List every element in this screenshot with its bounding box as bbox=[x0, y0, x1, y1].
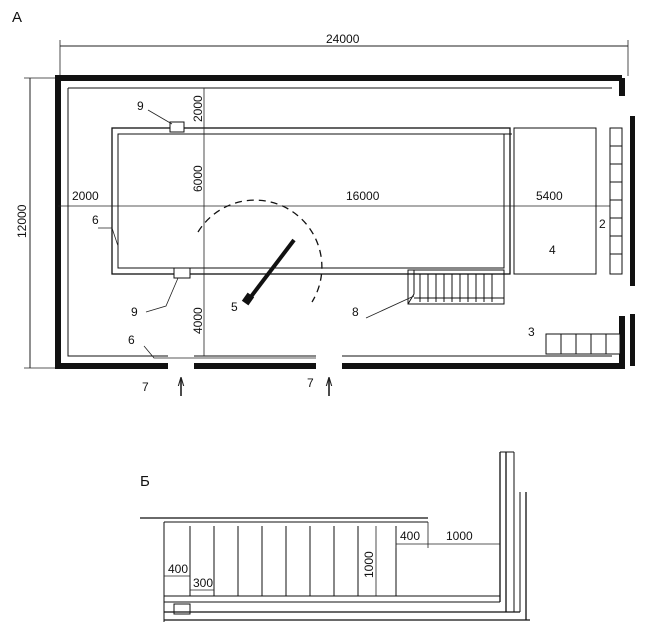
platform-4 bbox=[513, 127, 597, 275]
leader-6-left bbox=[98, 227, 119, 247]
section-label-b: Б bbox=[140, 473, 150, 490]
outer-wall bbox=[55, 75, 625, 369]
stairs-8 bbox=[407, 269, 505, 305]
dim-b-top bbox=[395, 522, 500, 548]
dim-overall-height-label: 12000 bbox=[15, 204, 29, 238]
dim-platform-width-label: 5400 bbox=[536, 189, 563, 203]
dim-gap-top-label: 2000 bbox=[191, 95, 205, 122]
marker-4: 4 bbox=[549, 243, 556, 257]
bench-3 bbox=[545, 333, 621, 355]
dim-b-1000-top: 1000 bbox=[446, 529, 473, 543]
dim-b-300: 300 bbox=[193, 576, 213, 590]
leader-8 bbox=[365, 295, 415, 319]
swing-arc-5 bbox=[197, 199, 323, 303]
rescue-pole-base bbox=[241, 292, 255, 306]
dim-basin-width-label: 6000 bbox=[191, 165, 205, 192]
rescue-pole-5 bbox=[248, 238, 296, 300]
section-label-a: А bbox=[12, 9, 22, 26]
dim-b-left bbox=[164, 575, 214, 591]
marker-2: 2 bbox=[599, 217, 606, 231]
marker-7-right: 7 bbox=[307, 376, 314, 390]
marker-9-bottom: 9 bbox=[131, 305, 138, 319]
marker-9-top: 9 bbox=[137, 99, 144, 113]
marker-8: 8 bbox=[352, 305, 359, 319]
marker-6-bottom: 6 bbox=[128, 333, 135, 347]
leader-6-bottom bbox=[143, 345, 316, 359]
fixture-9-bottom bbox=[173, 267, 191, 279]
dim-overall-width-label: 24000 bbox=[326, 32, 360, 46]
fixture-9-top bbox=[169, 121, 185, 133]
right-wall-segment bbox=[630, 116, 635, 366]
dim-overall-width: 24000 bbox=[59, 32, 629, 76]
rack-2 bbox=[609, 127, 623, 275]
dim-gap-bottom-label: 4000 bbox=[191, 307, 205, 334]
marker-6-left: 6 bbox=[92, 213, 99, 227]
basin bbox=[111, 127, 512, 275]
dim-overall-height: 12000 bbox=[15, 77, 58, 369]
leader-9-top bbox=[147, 109, 173, 125]
leader-9-bottom bbox=[145, 277, 179, 313]
dim-basin-length-label: 16000 bbox=[346, 189, 380, 203]
dim-b-1000-rise: 1000 bbox=[362, 551, 376, 578]
marker-7-left: 7 bbox=[142, 380, 149, 394]
dim-b-400-top: 400 bbox=[400, 529, 420, 543]
marker-3: 3 bbox=[528, 325, 535, 339]
marker-5: 5 bbox=[231, 300, 238, 314]
dim-b-400-left: 400 bbox=[168, 562, 188, 576]
dim-offset-left-label: 2000 bbox=[72, 189, 99, 203]
